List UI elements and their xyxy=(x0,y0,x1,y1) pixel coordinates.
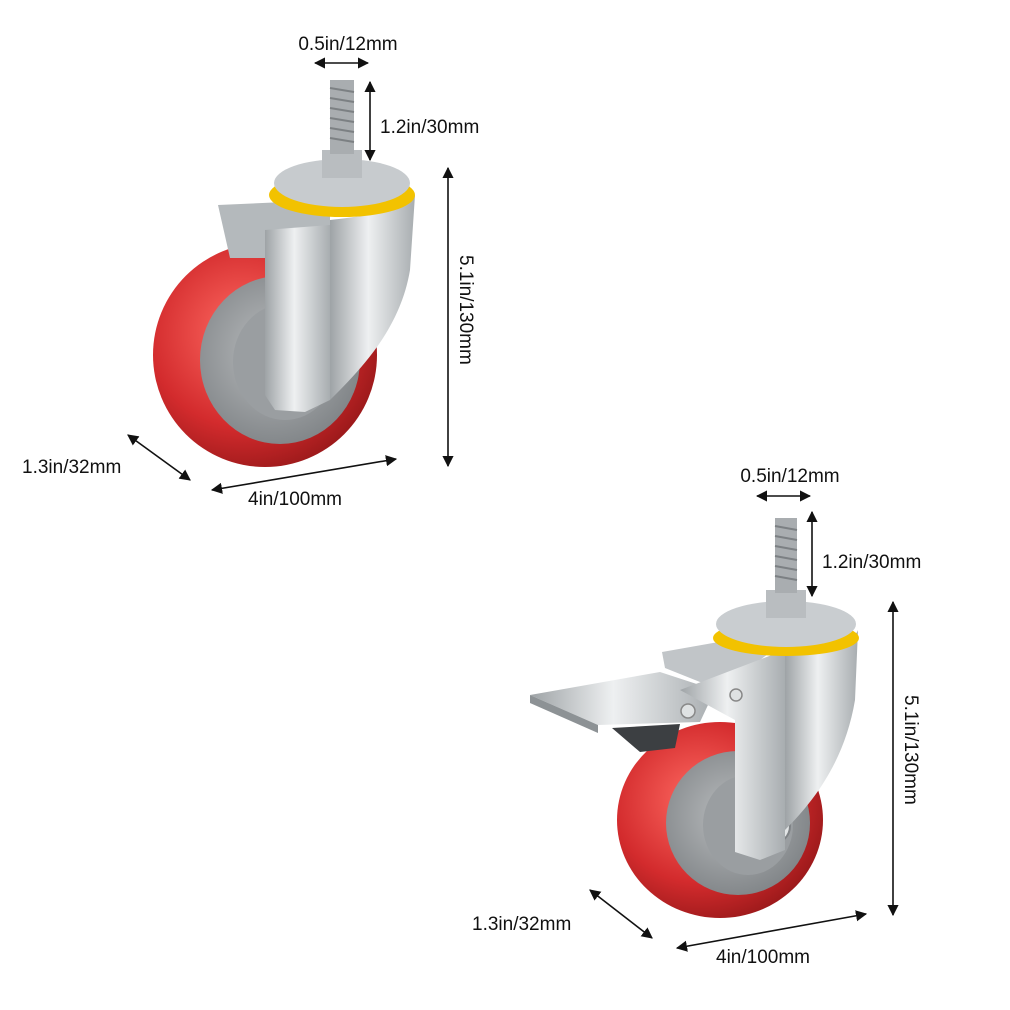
brake-pedal xyxy=(530,672,715,752)
total-height-label: 5.1in/130mm xyxy=(900,695,921,805)
wheel-diameter-arrow xyxy=(210,455,398,494)
hex-nut xyxy=(322,150,362,178)
wheel-diameter-arrow xyxy=(675,910,868,952)
stem-width-label: 0.5in/12mm xyxy=(298,34,397,55)
caster-swivel xyxy=(153,80,415,467)
wheel-diameter-label: 4in/100mm xyxy=(716,947,810,968)
dimension-annotations-caster-2: 0.5in/12mm 1.2in/30mm 5.1in/130mm 1.3in/… xyxy=(472,466,921,968)
dimension-annotations-caster-1: 0.5in/12mm 1.2in/30mm 5.1in/130mm 1.3in/… xyxy=(22,34,479,510)
stem-length-label: 1.2in/30mm xyxy=(822,552,921,573)
hex-nut xyxy=(766,590,806,618)
total-height-label: 5.1in/130mm xyxy=(455,255,476,365)
wheel-width-label: 1.3in/32mm xyxy=(22,457,121,478)
fork-bracket xyxy=(218,195,415,412)
caster-with-brake xyxy=(530,518,859,918)
stem-length-label: 1.2in/30mm xyxy=(380,117,479,138)
wheel-width-arrow xyxy=(127,434,191,481)
wheel-width-arrow xyxy=(589,889,653,939)
stem-width-label: 0.5in/12mm xyxy=(740,466,839,487)
wheel-width-label: 1.3in/32mm xyxy=(472,914,571,935)
wheel-diameter-label: 4in/100mm xyxy=(248,489,342,510)
